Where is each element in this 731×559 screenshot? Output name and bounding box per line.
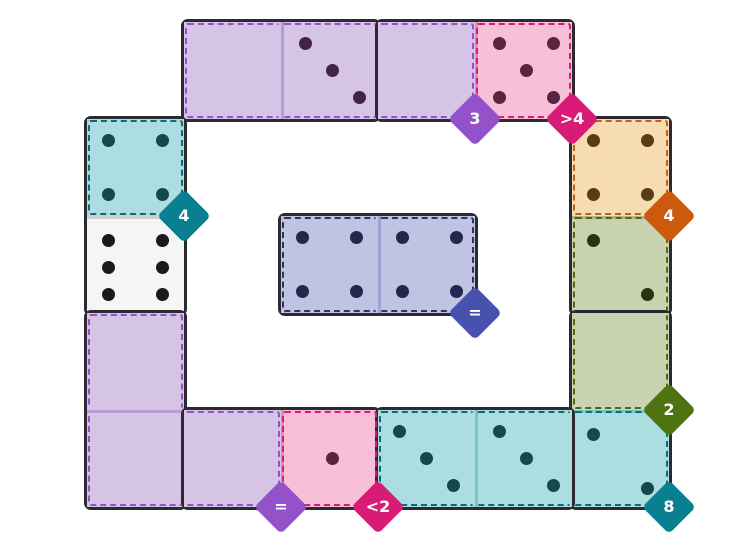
pip-dot xyxy=(295,230,309,244)
pip-dot xyxy=(586,233,600,247)
pip-dot xyxy=(326,452,339,465)
domino-half-orange xyxy=(572,119,669,216)
pip-dot xyxy=(641,188,655,202)
domino-tile[interactable] xyxy=(84,310,187,510)
domino-half-purple xyxy=(87,313,184,410)
domino-half-purple xyxy=(378,22,475,119)
domino-half-purple xyxy=(281,22,378,119)
pip-dot xyxy=(492,91,506,105)
pip-dot xyxy=(101,188,115,202)
domino-half-purple xyxy=(184,410,281,507)
pip-dot xyxy=(298,36,312,50)
domino-half-blue xyxy=(378,216,475,313)
domino-half-teal xyxy=(87,119,184,216)
domino-half-teal xyxy=(572,410,669,507)
pip-dot xyxy=(101,288,115,302)
pip-dot xyxy=(586,133,600,147)
pip-dot xyxy=(156,233,170,247)
domino-half-blue xyxy=(281,216,378,313)
region-constraint-label: = xyxy=(468,303,482,322)
domino-half-white xyxy=(87,216,184,313)
domino-half-purple xyxy=(184,22,281,119)
pip-dot xyxy=(353,91,367,105)
pip-dot xyxy=(547,91,561,105)
region-constraint-label: >4 xyxy=(559,109,585,128)
pip-dot xyxy=(586,188,600,202)
pip-dot xyxy=(547,36,561,50)
domino-half-teal xyxy=(378,410,475,507)
pip-dot xyxy=(520,452,533,465)
pip-dot xyxy=(450,230,464,244)
domino-half-purple xyxy=(87,410,184,507)
pip-dot xyxy=(641,133,655,147)
pip-dot xyxy=(520,64,533,77)
pip-dot xyxy=(641,288,655,302)
pip-dot xyxy=(101,261,115,274)
domino-tile[interactable] xyxy=(181,19,381,122)
pip-dot xyxy=(492,36,506,50)
pip-dot xyxy=(295,285,309,299)
domino-half-teal xyxy=(475,410,572,507)
region-constraint-label: <2 xyxy=(365,497,391,516)
pip-dot xyxy=(492,424,506,438)
region-constraint-label: 4 xyxy=(178,206,190,225)
domino-half-olive xyxy=(572,313,669,410)
pip-dot xyxy=(156,188,170,202)
pip-dot xyxy=(156,261,170,274)
pip-dot xyxy=(641,482,655,496)
pip-dot xyxy=(350,285,364,299)
domino-tile[interactable] xyxy=(569,116,672,316)
pip-dot xyxy=(420,452,433,465)
pip-dot xyxy=(450,285,464,299)
pip-dot xyxy=(547,479,561,493)
pip-dot xyxy=(101,233,115,247)
region-constraint-label: = xyxy=(274,497,288,516)
pip-dot xyxy=(350,230,364,244)
pip-dot xyxy=(586,427,600,441)
domino-tile[interactable] xyxy=(278,213,478,316)
pip-dot xyxy=(326,64,339,77)
pip-dot xyxy=(395,230,409,244)
domino-half-pink xyxy=(281,410,378,507)
pip-dot xyxy=(392,424,406,438)
pip-dot xyxy=(447,479,461,493)
domino-tile[interactable] xyxy=(375,407,575,510)
pip-dot xyxy=(101,133,115,147)
region-constraint-label: 4 xyxy=(663,206,675,225)
domino-half-pink xyxy=(475,22,572,119)
pip-dot xyxy=(395,285,409,299)
region-constraint-label: 8 xyxy=(663,497,675,516)
pip-dot xyxy=(156,288,170,302)
region-constraint-label: 3 xyxy=(469,109,481,128)
domino-half-olive xyxy=(572,216,669,313)
region-constraint-label: 2 xyxy=(663,400,675,419)
domino-tile[interactable] xyxy=(375,19,575,122)
pip-dot xyxy=(156,133,170,147)
